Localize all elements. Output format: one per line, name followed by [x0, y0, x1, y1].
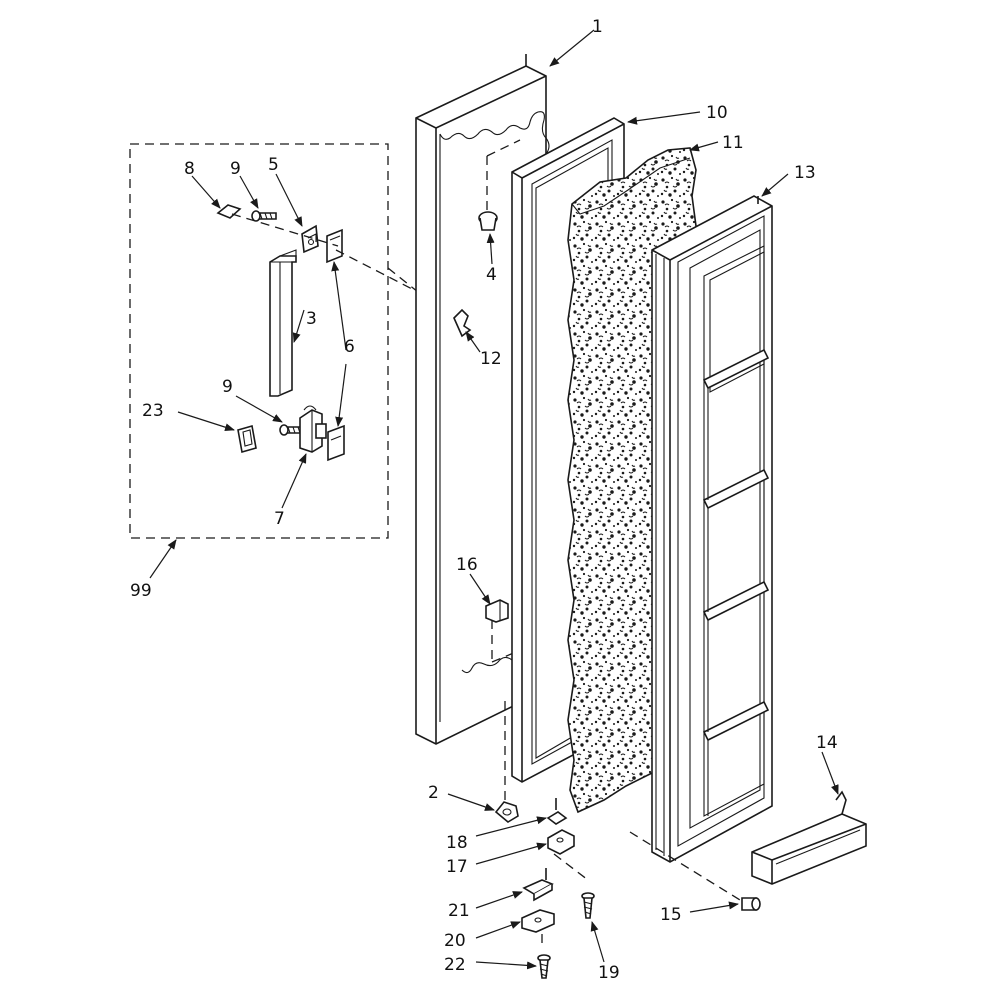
callout-5: 5	[268, 155, 279, 175]
part-23-spacer[interactable]	[237, 424, 257, 454]
part-22-screw[interactable]	[537, 954, 551, 979]
callout-9-upper: 9	[230, 159, 241, 179]
callout-4: 4	[486, 265, 497, 285]
callout-2: 2	[428, 783, 439, 803]
callout-16: 16	[456, 555, 478, 575]
callout-11: 11	[722, 133, 744, 153]
callout-15: 15	[660, 905, 682, 925]
part-9-screw-lower[interactable]	[279, 424, 305, 436]
callout-18: 18	[446, 833, 468, 853]
part-6-upper-bracket[interactable]	[326, 228, 343, 264]
callout-1: 1	[592, 17, 603, 37]
part-4-plug[interactable]	[478, 139, 521, 231]
part-12-clip[interactable]	[453, 308, 472, 338]
part-14-door-shelf-bin[interactable]	[751, 790, 867, 885]
part-16-bracket[interactable]	[485, 599, 517, 663]
hinge-kit-boundary	[129, 143, 419, 539]
callout-12: 12	[480, 349, 502, 369]
callout-21: 21	[448, 901, 470, 921]
callout-17: 17	[446, 857, 468, 877]
callout-7: 7	[274, 509, 285, 529]
callout-6: 6	[344, 337, 355, 357]
leader-lines	[149, 29, 839, 970]
callout-labels: 1 10 11 13 4 12 8 9 5 3 6 9 23 7 99 16 2…	[130, 17, 838, 983]
part-17-bushing[interactable]	[547, 829, 589, 881]
callout-9-lower: 9	[222, 377, 233, 397]
callout-14: 14	[816, 733, 838, 753]
callout-10: 10	[706, 103, 728, 123]
part-15-screw[interactable]	[629, 831, 761, 911]
part-3-hinge-cover-strip[interactable]	[269, 249, 297, 397]
callout-20: 20	[444, 931, 466, 951]
callout-99: 99	[130, 581, 152, 601]
part-13-inner-door-liner[interactable]	[651, 195, 773, 863]
callout-19: 19	[598, 963, 620, 983]
callout-22: 22	[444, 955, 466, 975]
callout-3: 3	[306, 309, 317, 329]
part-19-screw[interactable]	[581, 892, 595, 919]
callout-13: 13	[794, 163, 816, 183]
callout-23: 23	[142, 401, 164, 421]
part-5-upper-hinge[interactable]	[301, 224, 319, 254]
part-21-hinge-plate[interactable]	[522, 868, 554, 902]
part-20-hinge-pin-bracket[interactable]	[521, 909, 555, 948]
part-8-shim[interactable]	[216, 204, 242, 219]
part-18-washer[interactable]	[546, 798, 568, 825]
part-7-lower-hinge[interactable]	[299, 405, 327, 453]
part-9-screw-upper[interactable]	[251, 210, 277, 222]
callout-8: 8	[184, 159, 195, 179]
part-2-cap[interactable]	[494, 700, 519, 823]
part-6-lower-bracket[interactable]	[327, 424, 345, 462]
